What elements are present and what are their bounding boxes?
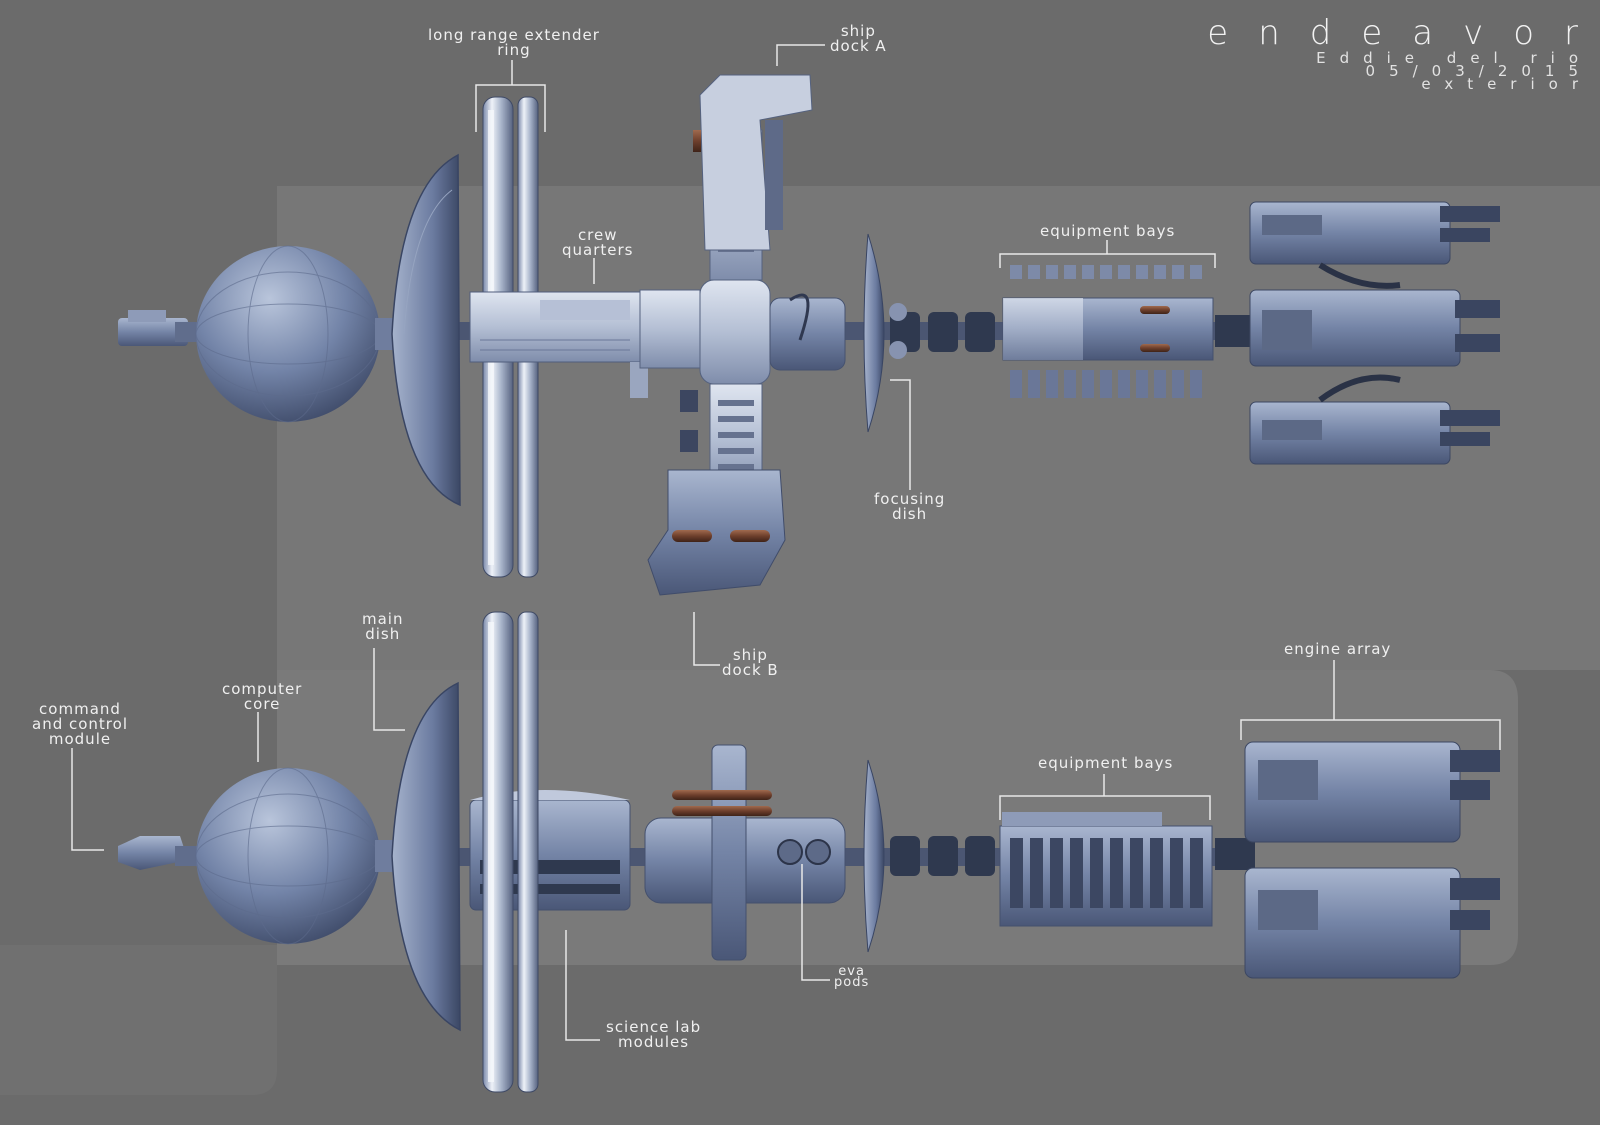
- label-ship-dock-a: ship dock A: [830, 22, 887, 55]
- bottom-ship: [118, 611, 1500, 1093]
- main-dish-bottom: [391, 681, 461, 1032]
- callout-command-module: [71, 748, 104, 851]
- callout-eva-pods: [801, 864, 830, 981]
- command-module-bottom: [118, 836, 205, 870]
- extender-ring-outer-bottom: [482, 611, 514, 1093]
- view-label: exterior: [1421, 75, 1592, 93]
- project-title: endeavor: [1207, 13, 1600, 53]
- focusing-dish-bottom: [863, 759, 885, 953]
- equipment-bays-module-bottom: [999, 812, 1213, 927]
- computer-core-sphere-top: [196, 246, 380, 422]
- main-dish-top: [391, 153, 461, 507]
- ship-dock-b-structure: [647, 383, 786, 596]
- equipment-bays-module-top: [1002, 265, 1214, 398]
- label-equipment-bays-top: equipment bays: [1040, 222, 1176, 240]
- label-main-dish: main dish: [362, 610, 404, 643]
- callout-focusing-dish: [890, 379, 911, 490]
- label-engine-array: engine array: [1284, 640, 1392, 658]
- date-label: 05/03/2015: [1365, 62, 1592, 80]
- label-command-and-control-module: command and control module: [32, 700, 128, 748]
- top-ship: [118, 74, 1500, 596]
- eva-pods-module: [644, 744, 846, 961]
- author-name: Eddie del rio: [1316, 49, 1592, 67]
- crew-quarters-module-top: [469, 291, 648, 398]
- command-module-top: [118, 310, 205, 346]
- callout-lines: [71, 44, 1501, 1041]
- computer-core-sphere-bottom: [196, 768, 380, 944]
- callout-main-dish: [373, 648, 405, 731]
- callout-engine-array: [1240, 660, 1501, 750]
- title-block: endeavor Eddie del rio 05/03/2015 exteri…: [1207, 14, 1578, 92]
- callout-equip-top: [999, 240, 1216, 268]
- extender-ring-inner-bottom: [517, 611, 539, 1093]
- label-ship-dock-b: ship dock B: [722, 646, 779, 679]
- central-hub-top: [699, 279, 771, 385]
- label-computer-core: computer core: [222, 680, 303, 713]
- label-focusing-dish: focusing dish: [874, 490, 946, 523]
- label-eva-pods: eva pods: [834, 964, 870, 990]
- engine-array-top: [1215, 201, 1500, 465]
- callout-extender-ring: [475, 60, 546, 132]
- ship-dock-a-structure: [693, 74, 813, 281]
- engine-array-bottom: [1215, 741, 1500, 979]
- focusing-dish-top: [863, 233, 885, 433]
- label-science-lab-modules: science lab modules: [606, 1018, 702, 1051]
- callout-equip-bottom: [999, 774, 1211, 820]
- label-equipment-bays-bottom: equipment bays: [1038, 754, 1174, 772]
- callout-dock-b: [693, 612, 720, 666]
- background-panel-left: [0, 945, 277, 1095]
- callout-science-lab: [565, 930, 600, 1041]
- label-crew-quarters: crew quarters: [562, 226, 634, 259]
- callout-dock-a: [776, 44, 825, 66]
- label-long-range-extender-ring: long range extender ring: [428, 26, 600, 59]
